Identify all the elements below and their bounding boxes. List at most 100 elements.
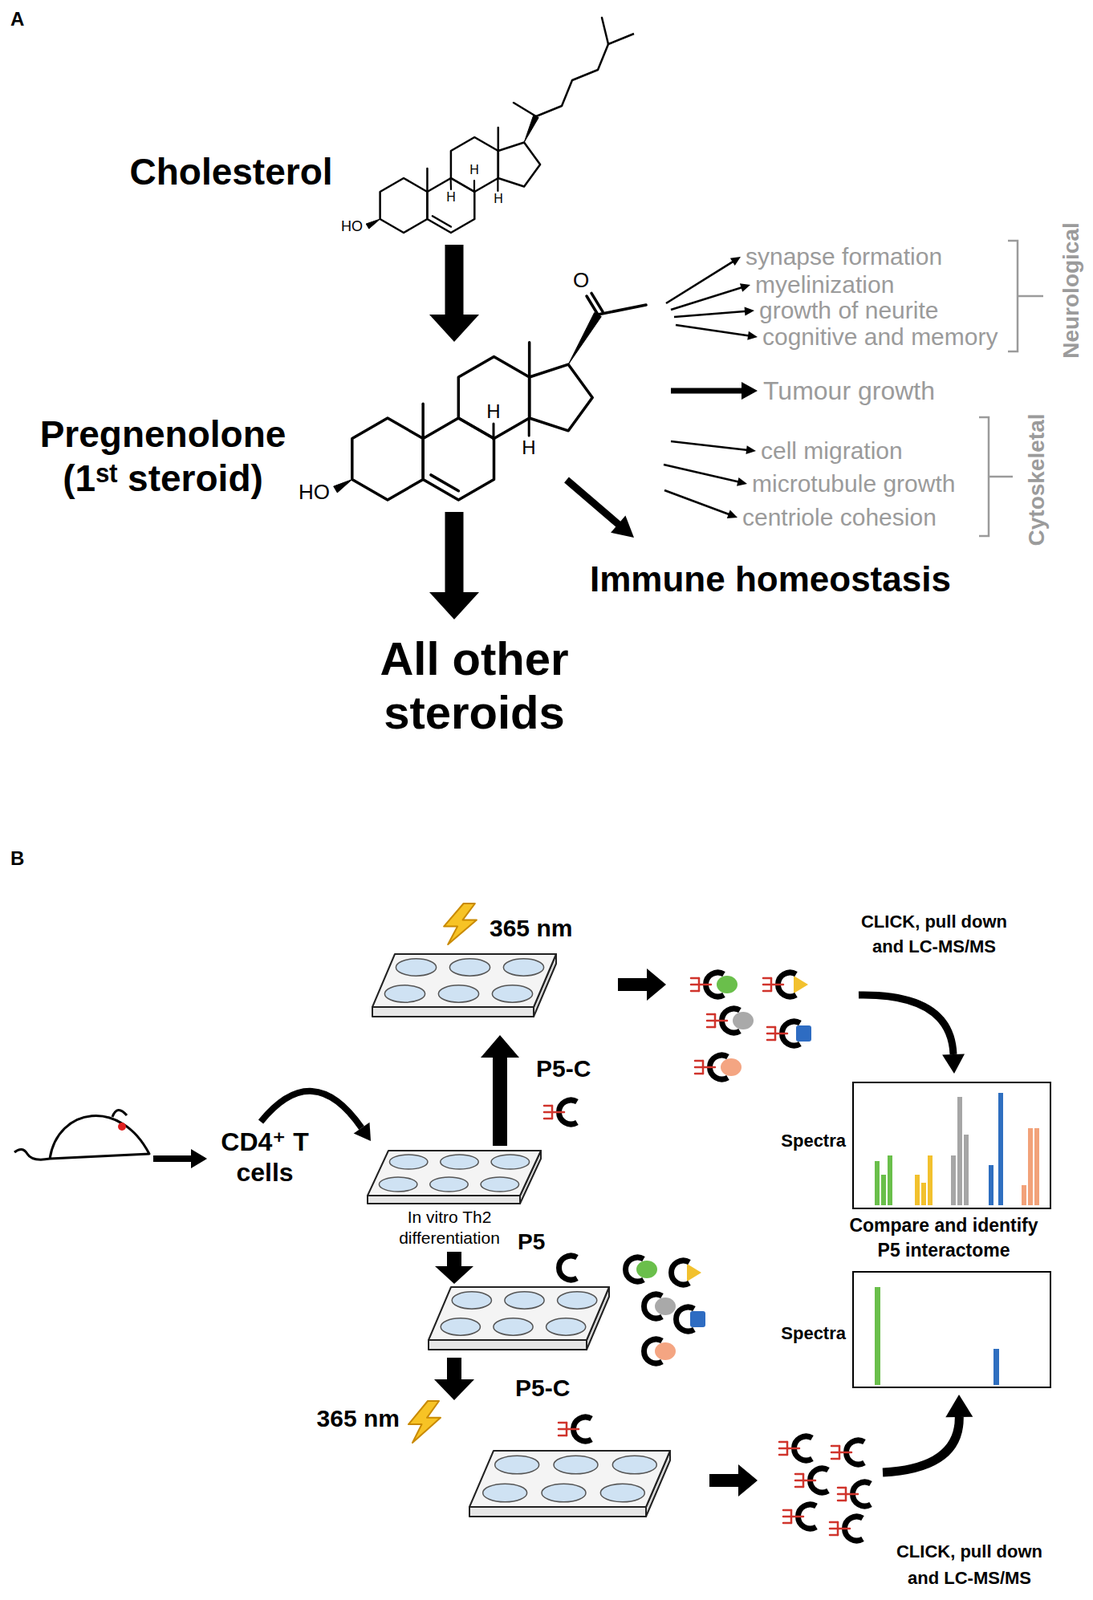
spectrum-bar [950,1155,956,1206]
spectra-chart: Spectra [770,1266,1060,1394]
chart-frame [852,1271,1052,1389]
curved-arrow [260,1091,362,1129]
click-tag [837,1527,850,1531]
click-tag [771,983,784,987]
steroid-ring [458,357,529,439]
click-tag [795,1486,804,1489]
plate-well [546,1318,586,1336]
click-tag [706,1013,716,1016]
function-label: Tumour growth [763,376,935,407]
plate-well [483,1483,528,1503]
bond-line [597,304,647,315]
click-tag [694,1060,703,1063]
protein-shape [636,1260,658,1279]
click-tag [694,1066,703,1069]
pointer-arrow [664,489,739,519]
click-tag [690,990,699,993]
click-tag [558,1434,567,1438]
click-tag [845,1493,858,1496]
click-tag [775,1032,788,1036]
wedge-bond [568,312,602,366]
arrow-head [945,1394,973,1418]
bond-line [497,127,500,151]
wedge-bond [365,219,380,229]
click-tag [791,1515,804,1519]
click-tag [837,1493,846,1496]
bond-line [426,168,429,192]
atom-label: H [469,162,480,178]
atom-label: H [446,190,456,205]
node-title: Spectra [780,1323,846,1344]
chart-frame [852,1081,1052,1210]
click-tag [706,1026,716,1029]
bond-line [601,17,609,45]
pregnenolone-probe [676,1307,695,1332]
click-tag [839,1451,852,1455]
click-tag [779,1447,788,1451]
plate-well [612,1455,657,1475]
reagent-label: P5-C [536,1055,591,1084]
spectrum-bar [963,1134,969,1206]
outcome-label: All other steroids [341,632,607,740]
function-label: growth of neurite [759,296,939,326]
bond-line [492,423,496,440]
arrow-head [353,1122,371,1142]
spectrum-bar [921,1182,927,1206]
steroid-ring [380,178,428,233]
click-tag [779,1441,788,1444]
process-arrow [434,1357,475,1401]
click-tag [837,1487,846,1490]
click-tag [690,977,699,980]
pregnenolone-probe [559,1255,577,1280]
click-tag [566,1428,579,1431]
spectrum-bar [887,1155,893,1206]
steroid-ring [529,364,594,431]
uv-lightning [408,1401,441,1443]
click-tag [767,1039,776,1042]
pregnenolone-probe [644,1339,663,1364]
bond-line [496,178,499,191]
spectrum-bar [927,1155,933,1206]
molecule-group: Pregnenolone (1ˢᵗ steroid) [24,345,562,522]
protein-shape [732,1011,754,1030]
protein-shape [654,1342,676,1361]
pointer-arrow [663,463,748,487]
function-label: cell migration [760,437,903,466]
click-tag [763,983,772,987]
plate-well [480,1177,520,1192]
atom-label: H [521,436,536,460]
click-tag [829,1521,838,1524]
side-chain [536,33,634,117]
pointer-arrow [670,283,751,311]
molecule-group: Cholesterol [112,0,642,243]
click-tag [694,1072,703,1076]
plate-well [557,1292,598,1309]
step-label: CLICK, pull down and LC-MS/MS [883,1538,1057,1592]
wedge-bond [333,479,353,493]
click-tag [767,1032,776,1036]
reagent-label: P5-C [515,1374,570,1403]
culture-plate: In vitro Th2 differentiation [353,1139,562,1252]
protein-shape [686,1263,702,1282]
process-arrow [709,1464,758,1497]
click-tag [829,1527,838,1531]
node-title: Pregnenolone (1ˢᵗ steroid) [34,412,292,501]
plate-well [491,985,533,1003]
plate-side [372,1007,534,1017]
bond-line [421,403,425,439]
bond-line [591,292,603,312]
plate-well [430,1177,469,1192]
node-title: In vitro Th2 differentiation [369,1206,530,1250]
click-tag [837,1499,846,1503]
function-label: centriole cohesion [742,503,937,533]
bond-line [528,342,532,378]
spectrum-bar [993,1348,1000,1386]
bond-line [473,180,476,192]
bond-line [430,475,459,492]
plate-well [495,1455,540,1475]
function-label: myelinization [755,271,894,300]
mouse-outline [14,1109,150,1160]
plate-well [451,1292,492,1309]
